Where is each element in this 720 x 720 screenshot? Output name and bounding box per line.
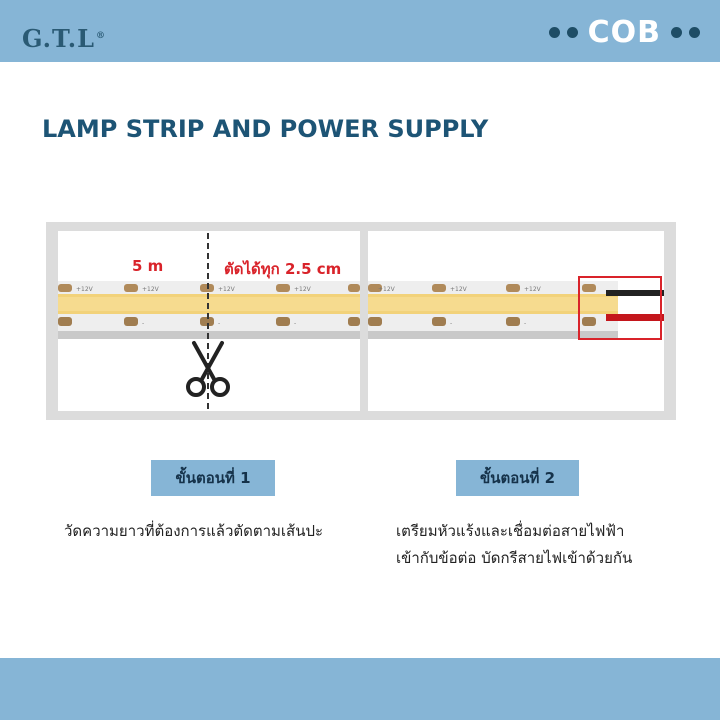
mark-plus: +12V: [76, 286, 94, 293]
solder-pads-bottom: [368, 317, 596, 326]
product-tag: COB: [548, 12, 700, 52]
header-bar: G.T.L® COB: [0, 0, 720, 62]
brand-logo: G.T.L®: [22, 24, 106, 53]
svg-text:+12V: +12V: [524, 286, 542, 293]
svg-text:-: -: [294, 320, 296, 327]
left-dots: [548, 26, 578, 38]
svg-text:+12V: +12V: [378, 286, 396, 293]
solder-pads-top: [368, 284, 596, 292]
led-strip-cut-diagram: +12V +12V +12V +12V - - -: [58, 233, 360, 409]
svg-text:-: -: [524, 320, 526, 327]
scissors-icon: [186, 341, 230, 397]
length-label: 5 m: [132, 257, 164, 275]
svg-text:+12V: +12V: [294, 286, 312, 293]
wiring-illustration: +12V +12V +12V - -: [368, 231, 664, 411]
page-title: LAMP STRIP AND POWER SUPPLY: [42, 115, 489, 143]
step-2-description: เตรียมหัวแร้งและเชื่อมต่อสายไฟฟ้า เข้ากั…: [396, 522, 633, 567]
connection-highlight-box: [578, 276, 662, 340]
step-1-badge: ขั้นตอนที่ 1: [151, 460, 275, 496]
cut-interval-label: ตัดได้ทุก 2.5 cm: [224, 260, 342, 278]
step-1-description: วัดความยาวที่ต้องการแล้วตัดตามเส้นปะ: [64, 522, 324, 540]
svg-text:-: -: [450, 320, 452, 327]
solder-pads-bottom: [58, 317, 360, 326]
svg-text:+12V: +12V: [450, 286, 468, 293]
cut-illustration: +12V +12V +12V +12V - - - 5 m ตัดได้ทุก …: [58, 231, 360, 411]
footer-bar: [0, 658, 720, 720]
red-wire: [606, 314, 664, 321]
svg-text:-: -: [142, 320, 144, 327]
svg-text:-: -: [218, 320, 220, 327]
svg-text:+12V: +12V: [218, 286, 236, 293]
instruction-panel: +12V +12V +12V +12V - - - 5 m ตัดได้ทุก …: [46, 222, 676, 420]
right-dots: [671, 26, 700, 38]
black-wire: [606, 290, 664, 296]
led-strip-wire-diagram: +12V +12V +12V - -: [368, 276, 664, 340]
svg-text:+12V: +12V: [142, 286, 160, 293]
product-label: COB: [587, 14, 661, 50]
step-2-badge: ขั้นตอนที่ 2: [456, 460, 579, 496]
